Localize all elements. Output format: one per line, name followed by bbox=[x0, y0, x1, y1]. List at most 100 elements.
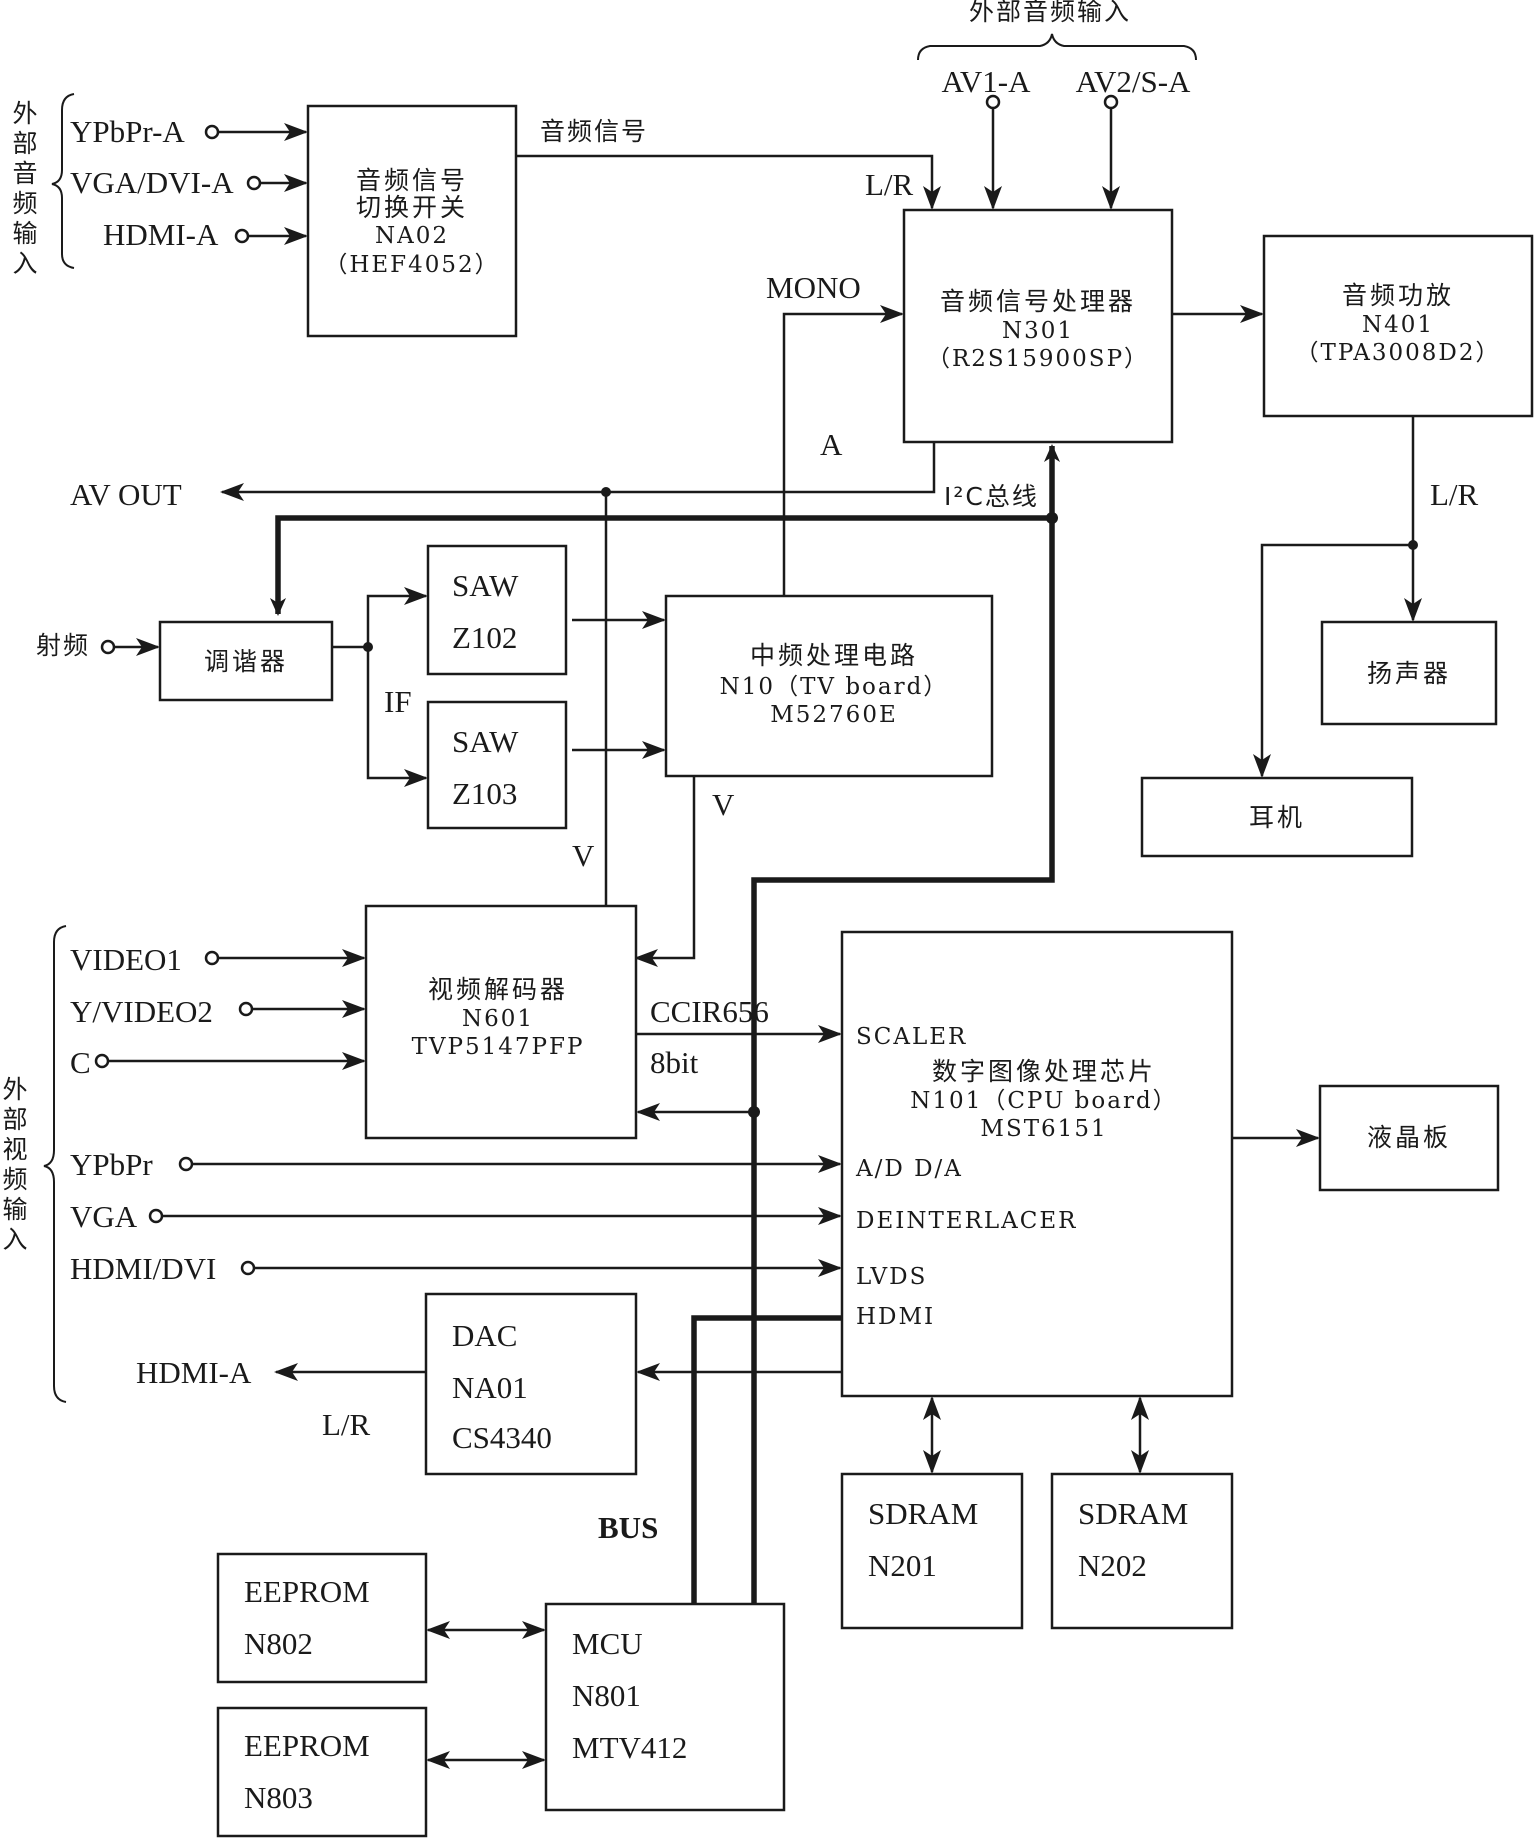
dac-line1: DAC bbox=[452, 1318, 517, 1353]
audio-switch-line1: 音频信号 bbox=[356, 166, 468, 195]
sdram1-box bbox=[840, 1472, 1024, 1630]
lr-top-label: L/R bbox=[865, 167, 914, 202]
video-decoder-line1: 视频解码器 bbox=[428, 975, 568, 1004]
audio-amp-line1: 音频功放 bbox=[1342, 281, 1454, 310]
video-decoder-line3: TVP5147PFP bbox=[412, 1034, 585, 1060]
eeprom1-box bbox=[216, 1552, 428, 1684]
vga-dvi-a-label: VGA/DVI-A bbox=[70, 165, 234, 200]
dac-box bbox=[424, 1292, 638, 1476]
i2c-bus-to-tuner bbox=[270, 515, 1052, 616]
svg-text:外: 外 bbox=[12, 99, 39, 128]
port-hdmi-a-in bbox=[234, 228, 250, 244]
port-ypbpr bbox=[178, 1156, 194, 1172]
audio-switch-box bbox=[306, 104, 518, 338]
svg-text:频: 频 bbox=[12, 189, 39, 218]
junction-decoder-bus bbox=[748, 1106, 760, 1118]
c-label: C bbox=[70, 1045, 91, 1080]
port-ypbpr-a bbox=[204, 124, 220, 140]
eeprom2-box bbox=[216, 1706, 428, 1838]
svg-text:部: 部 bbox=[12, 129, 39, 158]
scaler-title-line2: N101（CPU board） bbox=[910, 1088, 1177, 1114]
mcu-box bbox=[544, 1602, 786, 1812]
sdram2-box bbox=[1050, 1472, 1234, 1630]
svg-text:输: 输 bbox=[2, 1195, 29, 1224]
av-out-label: AV OUT bbox=[70, 477, 182, 512]
svg-text:外: 外 bbox=[2, 1075, 29, 1104]
scaler-port-lvds: LVDS bbox=[856, 1264, 927, 1290]
audio-proc-line3: （R2S15900SP） bbox=[927, 346, 1149, 372]
dac-line3: CS4340 bbox=[452, 1420, 552, 1455]
wire-to-saw2 bbox=[366, 647, 428, 787]
eeprom1-line1: EEPROM bbox=[244, 1574, 370, 1609]
lr-amp-label: L/R bbox=[1430, 477, 1479, 512]
svg-text:音: 音 bbox=[12, 159, 39, 188]
port-vga-dvi-a bbox=[246, 175, 262, 191]
scaler-box bbox=[840, 930, 1234, 1398]
audio-proc-line2: N301 bbox=[1002, 318, 1074, 344]
port-hdmi-dvi bbox=[240, 1260, 256, 1276]
hdmi-dvi-label: HDMI/DVI bbox=[70, 1251, 216, 1286]
sdram1-line2: N201 bbox=[868, 1548, 937, 1583]
svg-text:入: 入 bbox=[12, 249, 39, 278]
saw2-box bbox=[426, 700, 568, 830]
tuner-box bbox=[158, 620, 334, 702]
bus-label: BUS bbox=[598, 1510, 658, 1545]
eeprom2-line1: EEPROM bbox=[244, 1728, 370, 1763]
if-proc-line3: M52760E bbox=[770, 702, 898, 728]
lcd-box bbox=[1318, 1084, 1500, 1192]
headphone-label: 耳机 bbox=[1249, 803, 1305, 832]
av1-a-label: AV1-A bbox=[942, 64, 1032, 99]
video-decoder-box bbox=[364, 904, 638, 1140]
tuner-label: 调谐器 bbox=[204, 647, 288, 676]
mono-label: MONO bbox=[766, 270, 861, 305]
audio-amp-line3: （TPA3008D2） bbox=[1296, 340, 1501, 366]
saw2-line1: SAW bbox=[452, 724, 519, 759]
wire-v-right bbox=[634, 776, 696, 967]
ext-audio-left-title: 外 部 音 频 输 入 bbox=[12, 99, 39, 278]
wire-amp-to-headphone bbox=[1253, 543, 1413, 778]
bit8-label: 8bit bbox=[650, 1045, 699, 1080]
port-c bbox=[94, 1053, 110, 1069]
scaler-title-line1: 数字图像处理芯片 bbox=[932, 1057, 1156, 1086]
audio-switch-line2: 切换开关 bbox=[356, 193, 468, 222]
sdram2-line1: SDRAM bbox=[1078, 1496, 1188, 1531]
mcu-line2: N801 bbox=[572, 1678, 641, 1713]
headphone-box bbox=[1140, 776, 1414, 858]
v1-label: V bbox=[572, 838, 595, 873]
mcu-line3: MTV412 bbox=[572, 1730, 687, 1765]
saw1-box bbox=[426, 544, 568, 676]
speaker-box bbox=[1320, 620, 1498, 726]
port-vga bbox=[148, 1208, 164, 1224]
speaker-label: 扬声器 bbox=[1367, 659, 1451, 688]
scaler-port-hdmi: HDMI bbox=[856, 1304, 935, 1330]
svg-text:输: 输 bbox=[12, 219, 39, 248]
audio-proc-line1: 音频信号处理器 bbox=[940, 287, 1136, 316]
lr-dac-label: L/R bbox=[322, 1407, 371, 1442]
port-y-video2 bbox=[238, 1001, 254, 1017]
wire-to-saw1 bbox=[366, 587, 428, 647]
ypbpr-a-label: YPbPr-A bbox=[70, 114, 185, 149]
if-proc-line2: N10（TV board） bbox=[720, 674, 949, 700]
wire-mono bbox=[782, 305, 904, 596]
svg-text:视: 视 bbox=[2, 1135, 29, 1164]
brace-video-left bbox=[43, 925, 67, 1403]
sdram1-line1: SDRAM bbox=[868, 1496, 978, 1531]
audio-signal-label: 音频信号 bbox=[540, 117, 648, 146]
ypbpr-label: YPbPr bbox=[70, 1147, 153, 1182]
sdram2-line2: N202 bbox=[1078, 1548, 1147, 1583]
audio-amp-line2: N401 bbox=[1362, 312, 1434, 338]
audio-switch-line3: NA02 bbox=[375, 223, 449, 249]
a-label: A bbox=[820, 427, 843, 462]
brace-audio-left bbox=[51, 93, 75, 269]
scaler-title-line3: MST6151 bbox=[980, 1116, 1107, 1142]
video-decoder-line2: N601 bbox=[462, 1006, 534, 1032]
svg-text:入: 入 bbox=[2, 1225, 29, 1254]
hdmi-a-in-label: HDMI-A bbox=[103, 217, 219, 252]
saw1-line1: SAW bbox=[452, 568, 519, 603]
hdmi-a-out-label: HDMI-A bbox=[136, 1355, 252, 1390]
audio-switch-line4: （HEF4052） bbox=[324, 252, 499, 278]
saw2-line2: Z103 bbox=[452, 776, 517, 811]
scaler-port-deint: DEINTERLACER bbox=[856, 1208, 1077, 1234]
saw1-line2: Z102 bbox=[452, 620, 517, 655]
lcd-label: 液晶板 bbox=[1367, 1123, 1451, 1152]
